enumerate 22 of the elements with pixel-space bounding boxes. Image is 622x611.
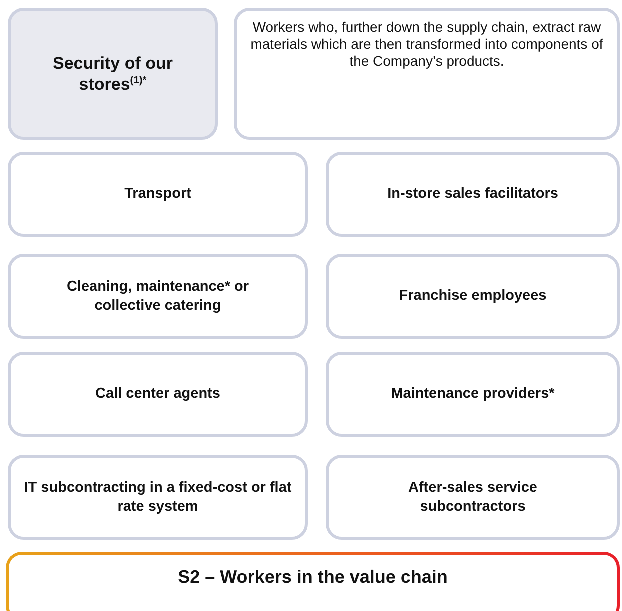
box-label: Franchise employees [399,287,547,306]
box-label: Transport [124,185,192,204]
box-label: S2 – Workers in the value chain [178,566,448,588]
box-label: Call center agents [96,385,220,404]
category-box [8,254,308,339]
category-box [8,152,308,237]
category-box [326,455,620,540]
box-label: IT subcontracting in a fixed-cost or flat rate system [23,479,293,516]
category-box [8,352,308,437]
box-label: Maintenance providers* [391,385,555,404]
box-label: Security of our stores$^{(1)*}$ [52,52,174,96]
description-box [234,8,620,140]
title-banner [6,552,620,611]
box-label: In-store sales facilitators [388,185,558,204]
category-box [326,254,620,339]
box-label: After-sales service subcontractors [408,479,538,516]
box-label: Cleaning, maintenance* or collective catering [66,278,250,315]
category-box [326,352,620,437]
category-box [326,152,620,237]
category-box [8,455,308,540]
description-text: Workers who, further down the supply chain, extract raw materials which are then transformed into components of the Company’s products. [250,19,604,70]
highlight-box [8,8,218,140]
